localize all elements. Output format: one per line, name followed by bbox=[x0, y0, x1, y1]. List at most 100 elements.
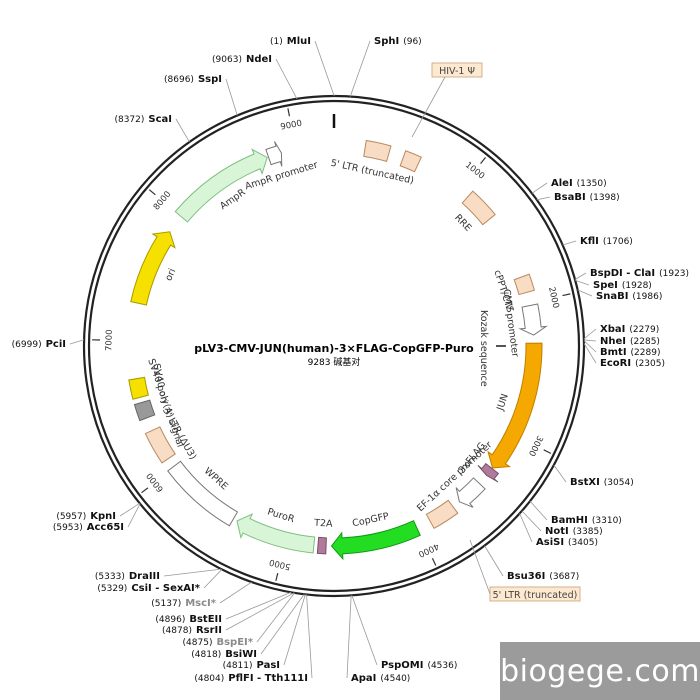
feature-label: CopGFP bbox=[351, 511, 390, 529]
feature-wpre bbox=[167, 460, 239, 527]
site-label: KflI(1706) bbox=[580, 236, 633, 247]
feature-sv40-ori bbox=[128, 376, 150, 400]
site-leader bbox=[349, 40, 371, 97]
ruler-tick bbox=[141, 487, 149, 494]
plasmid-backbone-inner bbox=[87, 99, 581, 593]
site-leader bbox=[69, 339, 85, 345]
feature-label: WPRE bbox=[202, 466, 230, 493]
site-label: EcoRI(2305) bbox=[600, 358, 665, 369]
site-label: NheI(2285) bbox=[600, 336, 660, 347]
ruler-tick-label: 6000 bbox=[145, 470, 166, 493]
ruler-tick-label: 2000 bbox=[546, 286, 560, 309]
site-label: (8696)SspI bbox=[164, 74, 222, 85]
feature-3-ltr-u3 bbox=[144, 426, 176, 464]
site-leader bbox=[163, 568, 222, 577]
site-leader bbox=[314, 40, 335, 97]
site-label: (4878)RsrII bbox=[162, 625, 222, 636]
site-leader bbox=[575, 279, 590, 286]
ltr-lower-leader bbox=[469, 539, 491, 595]
ruler-tick-label: 5000 bbox=[268, 556, 291, 571]
feature-label: ori bbox=[163, 267, 178, 283]
site-leader bbox=[577, 289, 593, 297]
feature-label: RRE bbox=[452, 212, 473, 233]
site-leader bbox=[583, 339, 597, 342]
site-leader bbox=[484, 545, 504, 577]
site-label: AleI(1350) bbox=[551, 178, 607, 189]
feature-t2a bbox=[316, 536, 327, 555]
site-leader bbox=[346, 595, 352, 679]
site-label: SpeI(1928) bbox=[593, 280, 652, 291]
site-leader bbox=[583, 328, 597, 340]
ruler-tick bbox=[275, 573, 279, 582]
site-label: (5953)Acc65I bbox=[53, 522, 124, 533]
site-label: (9063)NdeI bbox=[212, 54, 272, 65]
site-label: PspOMI(4536) bbox=[381, 660, 457, 671]
site-label: (5333)DraIII bbox=[95, 571, 160, 582]
feature-ampr bbox=[174, 148, 268, 223]
site-label: (1)MluI bbox=[270, 36, 311, 47]
ruler-tick bbox=[431, 558, 437, 566]
site-leader bbox=[306, 594, 313, 679]
site-leader bbox=[521, 510, 542, 532]
feature-label: PuroR bbox=[266, 506, 296, 525]
feature-ampr-promoter bbox=[265, 141, 283, 167]
ruler-tick bbox=[287, 108, 291, 117]
site-leader bbox=[203, 569, 223, 589]
site-leader bbox=[219, 581, 252, 604]
feature-puror bbox=[236, 513, 316, 554]
feature-ori bbox=[130, 231, 176, 306]
site-label: (4804)PflFI - Tth111I bbox=[194, 673, 308, 684]
plasmid-title: pLV3-CMV-JUN(human)-3×FLAG-CopGFP-Puro bbox=[194, 342, 474, 355]
feature-sv40-poly-a-signal bbox=[133, 399, 156, 422]
site-label: AsiSI(3405) bbox=[536, 537, 598, 548]
feature-3xflag bbox=[477, 462, 500, 483]
site-leader bbox=[225, 592, 295, 631]
ruler-tick-label: 9000 bbox=[280, 119, 303, 133]
ruler-tick bbox=[562, 293, 571, 297]
site-label: (4811)PasI bbox=[223, 660, 280, 671]
site-leader bbox=[283, 594, 306, 666]
feature-copgfp bbox=[330, 520, 421, 561]
ruler-tick-label: 1000 bbox=[463, 160, 486, 181]
site-label: (5957)KpnI bbox=[56, 511, 116, 522]
feature-label: CMV promoter bbox=[501, 288, 521, 357]
site-label: SphI(96) bbox=[374, 36, 422, 47]
site-leader bbox=[225, 78, 238, 116]
site-label: BspDI - ClaI(1923) bbox=[590, 268, 689, 279]
ltr-lower-label: 5' LTR (truncated) bbox=[493, 590, 578, 601]
feature-cppt-cts bbox=[513, 273, 536, 296]
hiv-psi-leader bbox=[411, 76, 446, 138]
site-leader bbox=[225, 591, 292, 620]
site-label: ApaI(4540) bbox=[351, 673, 410, 684]
site-label: (4896)BstEII bbox=[155, 614, 222, 625]
site-label: (4875)BspEI* bbox=[183, 637, 254, 648]
site-label: Bsu36I(3687) bbox=[507, 571, 579, 582]
ruler-tick bbox=[543, 449, 552, 454]
site-label: SnaBI(1986) bbox=[596, 291, 662, 302]
feature-label: T2A bbox=[313, 518, 333, 530]
feature-rre bbox=[461, 190, 496, 226]
watermark-text: biogege.com bbox=[500, 653, 700, 689]
site-label: BsaBI(1398) bbox=[554, 192, 620, 203]
site-leader bbox=[519, 513, 533, 543]
watermark: biogege.com bbox=[500, 642, 700, 700]
ruler-tick-label: 3000 bbox=[526, 434, 545, 458]
site-leader bbox=[531, 182, 548, 194]
feature-hiv-1 bbox=[399, 150, 422, 173]
site-label: (6999)PciI bbox=[12, 339, 66, 350]
site-leader bbox=[536, 196, 551, 201]
plasmid-size: 9283 碱基对 bbox=[308, 356, 361, 368]
ruler-tick-label: 8000 bbox=[152, 189, 174, 212]
feature-5-ltr-truncated-box bbox=[425, 499, 459, 530]
site-label: XbaI(2279) bbox=[600, 324, 659, 335]
site-label: (4818)BsiWI bbox=[191, 649, 257, 660]
site-label: (5137)MscI* bbox=[151, 598, 216, 609]
site-leader bbox=[256, 592, 295, 643]
site-leader bbox=[127, 503, 141, 528]
kozak-label: Kozak sequence bbox=[478, 310, 489, 387]
site-leader bbox=[553, 464, 567, 483]
site-leader bbox=[275, 58, 298, 99]
site-label: BamHI(3310) bbox=[551, 515, 622, 526]
